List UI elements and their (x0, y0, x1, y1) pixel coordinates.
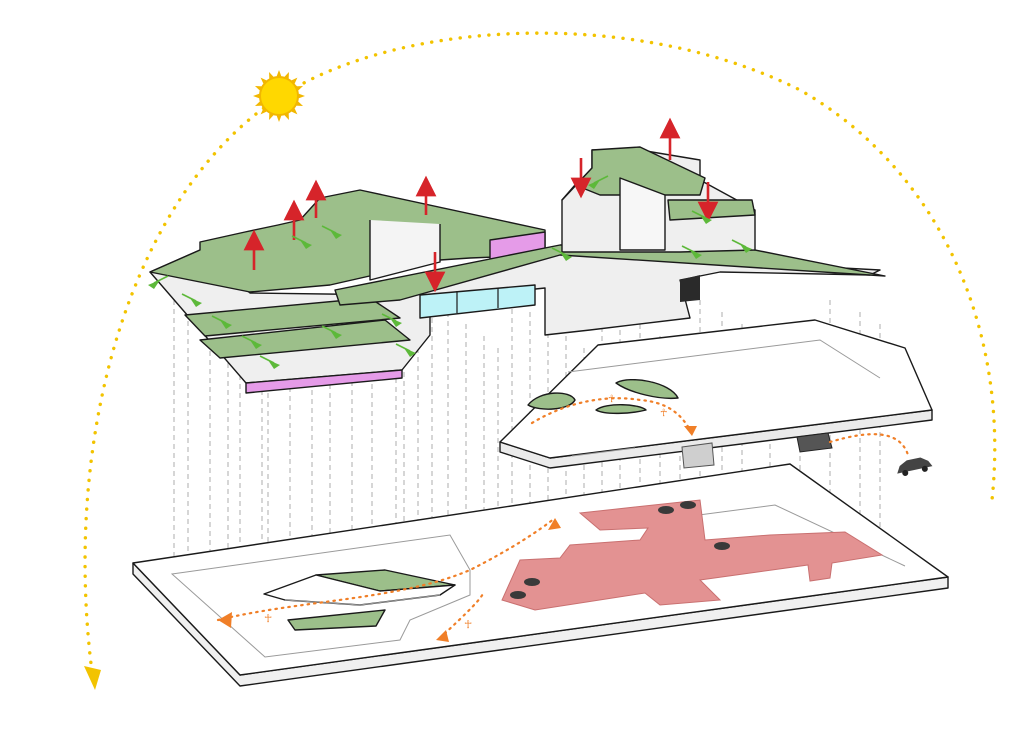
sun-path (83, 31, 997, 690)
green-arrow-shaft (181, 293, 197, 302)
green-arrow-shaft (259, 355, 275, 364)
green-arrow-shaft (381, 313, 397, 322)
svg-text:☥: ☥ (608, 394, 615, 405)
sun-ray (290, 77, 298, 85)
ground-level (499, 319, 933, 469)
sun-ray (276, 70, 282, 78)
green-arrow-shaft (211, 315, 227, 324)
plaza-lawn-2 (615, 379, 679, 400)
basement-inner-outline (170, 534, 471, 658)
green-arrow-shaft (395, 343, 411, 352)
ground-slab (499, 319, 933, 459)
entrance-stairs (681, 442, 715, 469)
ventilation-arrows (243, 117, 719, 293)
pedestrian-icon: ☥ ☥ ☥ ☥ (264, 394, 667, 631)
middle-terrace (184, 297, 401, 337)
green-arrow-shaft (551, 247, 567, 256)
green-arrow-shaft (153, 275, 169, 284)
green-arrow-shaft (321, 225, 337, 234)
parking-zone (501, 499, 884, 611)
sun-ray (260, 107, 268, 115)
parked-car-icon (658, 506, 674, 514)
greenery-arrows (148, 175, 752, 369)
green-arrow-shaft (241, 335, 257, 344)
green-arrow-shaft (321, 325, 337, 334)
car-icon (897, 457, 933, 476)
ramp-entrance (796, 432, 833, 453)
green-arrow-shaft (731, 239, 747, 248)
sun-ray (290, 107, 298, 115)
green-arrow-shaft (593, 175, 609, 184)
sun-ray (260, 77, 268, 85)
sun-icon (253, 70, 305, 122)
plaza-lawn-3 (595, 404, 647, 415)
green-arrow-shaft (691, 210, 707, 219)
sun-ray (276, 114, 282, 122)
parked-car-icon (524, 578, 540, 586)
circulation-paths (216, 397, 910, 642)
lawn-strip (287, 609, 386, 631)
parked-car-icon (510, 591, 526, 599)
plaza-lawn-1 (527, 392, 576, 410)
sun-ray (297, 93, 305, 99)
green-arrow-shaft (291, 235, 307, 244)
parked-car-icon (680, 501, 696, 509)
svg-text:☥: ☥ (660, 408, 667, 419)
basement-level (132, 463, 949, 687)
roof-level (149, 146, 886, 394)
green-arrow-shaft (681, 245, 697, 254)
west-roof-stepped (149, 189, 546, 293)
sun-path-arrowhead (84, 666, 101, 690)
sun-ray (253, 93, 261, 99)
svg-text:☥: ☥ (464, 618, 472, 631)
svg-text:☥: ☥ (264, 612, 272, 625)
parked-car-icon (714, 542, 730, 550)
